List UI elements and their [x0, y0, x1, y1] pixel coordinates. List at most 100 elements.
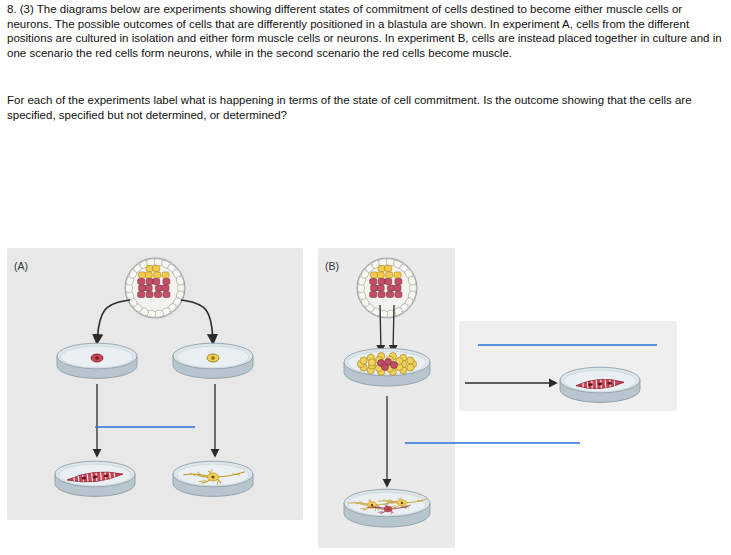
panel-background [7, 248, 303, 520]
red-cell [385, 279, 392, 285]
neurite-branch [390, 512, 391, 515]
yellow-cell [377, 272, 384, 278]
red-cell [387, 292, 394, 298]
down-arrow [96, 384, 97, 456]
neuron-soma [384, 506, 392, 512]
red-cell [395, 292, 402, 298]
yellow-cell [386, 272, 393, 278]
down-arrow [386, 396, 387, 486]
petri-dish [560, 367, 640, 402]
red-cell [145, 285, 152, 291]
red-cell [163, 279, 170, 285]
petri-dish [344, 489, 430, 527]
red-cell [371, 285, 378, 291]
neurite-branch [359, 501, 363, 504]
neurite-branch [360, 507, 366, 509]
down-arrow [214, 384, 215, 456]
neurite-branch [217, 481, 219, 485]
answer-blank [478, 344, 657, 346]
red-cell [387, 285, 394, 291]
red-cell [155, 292, 162, 298]
yellow-cell [139, 272, 146, 278]
neurite-branch [197, 472, 202, 475]
dish-floor [564, 370, 636, 392]
dish-rim [344, 489, 430, 517]
muscle-nucleus [81, 477, 86, 480]
petri-dish [55, 461, 135, 496]
red-cell [138, 279, 145, 285]
dish-rim [55, 461, 135, 487]
red-cell [378, 292, 385, 298]
red-cell [378, 279, 385, 285]
down-arrow [380, 305, 381, 352]
isolated-cell [207, 354, 219, 362]
question-text: For each of the experiments label what i… [7, 93, 727, 122]
yellow-cell [153, 266, 160, 272]
muscle-striation [87, 474, 89, 482]
yellow-cell [162, 272, 169, 278]
muscle-nucleus [598, 382, 603, 385]
panel-background [459, 321, 677, 411]
dish-floor [348, 351, 426, 375]
isolated-cell [91, 354, 103, 362]
red-cell [163, 292, 170, 298]
down-arrow [393, 305, 394, 352]
petri-dish [57, 343, 137, 378]
dish-floor [177, 346, 249, 368]
blastula [125, 258, 185, 318]
red-cell [153, 279, 160, 285]
red-cell [155, 285, 162, 291]
red-cell [377, 285, 384, 291]
neurite-branch [389, 499, 393, 502]
cell-nucleus [95, 356, 99, 360]
answer-blank [405, 442, 580, 444]
neuron-soma [398, 500, 407, 506]
red-cell [370, 292, 377, 298]
petri-dish [344, 348, 430, 386]
neurite-branch [377, 505, 380, 507]
red-cell [395, 279, 402, 285]
red-cell [391, 362, 398, 369]
petri-dish [173, 343, 253, 378]
yellow-cell [145, 272, 152, 278]
red-cell [146, 279, 153, 285]
neurite-branch [375, 508, 376, 511]
answer-blank [95, 426, 195, 428]
yellow-cell [360, 357, 367, 364]
curved-arrow [97, 300, 130, 343]
neurite-branch [401, 506, 406, 508]
muscle-striation [100, 472, 102, 480]
neuron [367, 504, 410, 515]
panel-label: (A) [14, 260, 28, 273]
outer-cell [175, 275, 184, 286]
neuron [183, 470, 244, 485]
yellow-cell [407, 357, 414, 364]
dish-floor [61, 346, 133, 368]
dish-floor [177, 464, 249, 486]
muscle-nucleus [104, 474, 109, 477]
neurite-branch [417, 500, 423, 502]
blastula-outline [125, 258, 185, 318]
cell-nucleus [211, 356, 215, 360]
dish-rim [344, 348, 430, 376]
right-arrow [465, 382, 556, 383]
yellow-cell [407, 364, 414, 371]
neurite-branch [232, 473, 240, 475]
question-text: 8. (3) The diagrams below are experiment… [7, 2, 727, 60]
petri-dish [173, 461, 253, 496]
muscle-cell [67, 470, 124, 485]
muscle-body [576, 378, 625, 390]
muscle-striation [109, 472, 111, 478]
yellow-cell [368, 359, 375, 366]
yellow-cell [378, 266, 385, 272]
muscle-striation [596, 380, 598, 388]
dish-floor [348, 492, 426, 516]
muscle-striation [73, 477, 75, 481]
panel: (A) [7, 248, 303, 520]
cell-aggregate [357, 353, 416, 376]
curved-arrow [181, 300, 213, 343]
panel-label: (B) [325, 260, 339, 273]
panel: (B) [318, 248, 455, 548]
